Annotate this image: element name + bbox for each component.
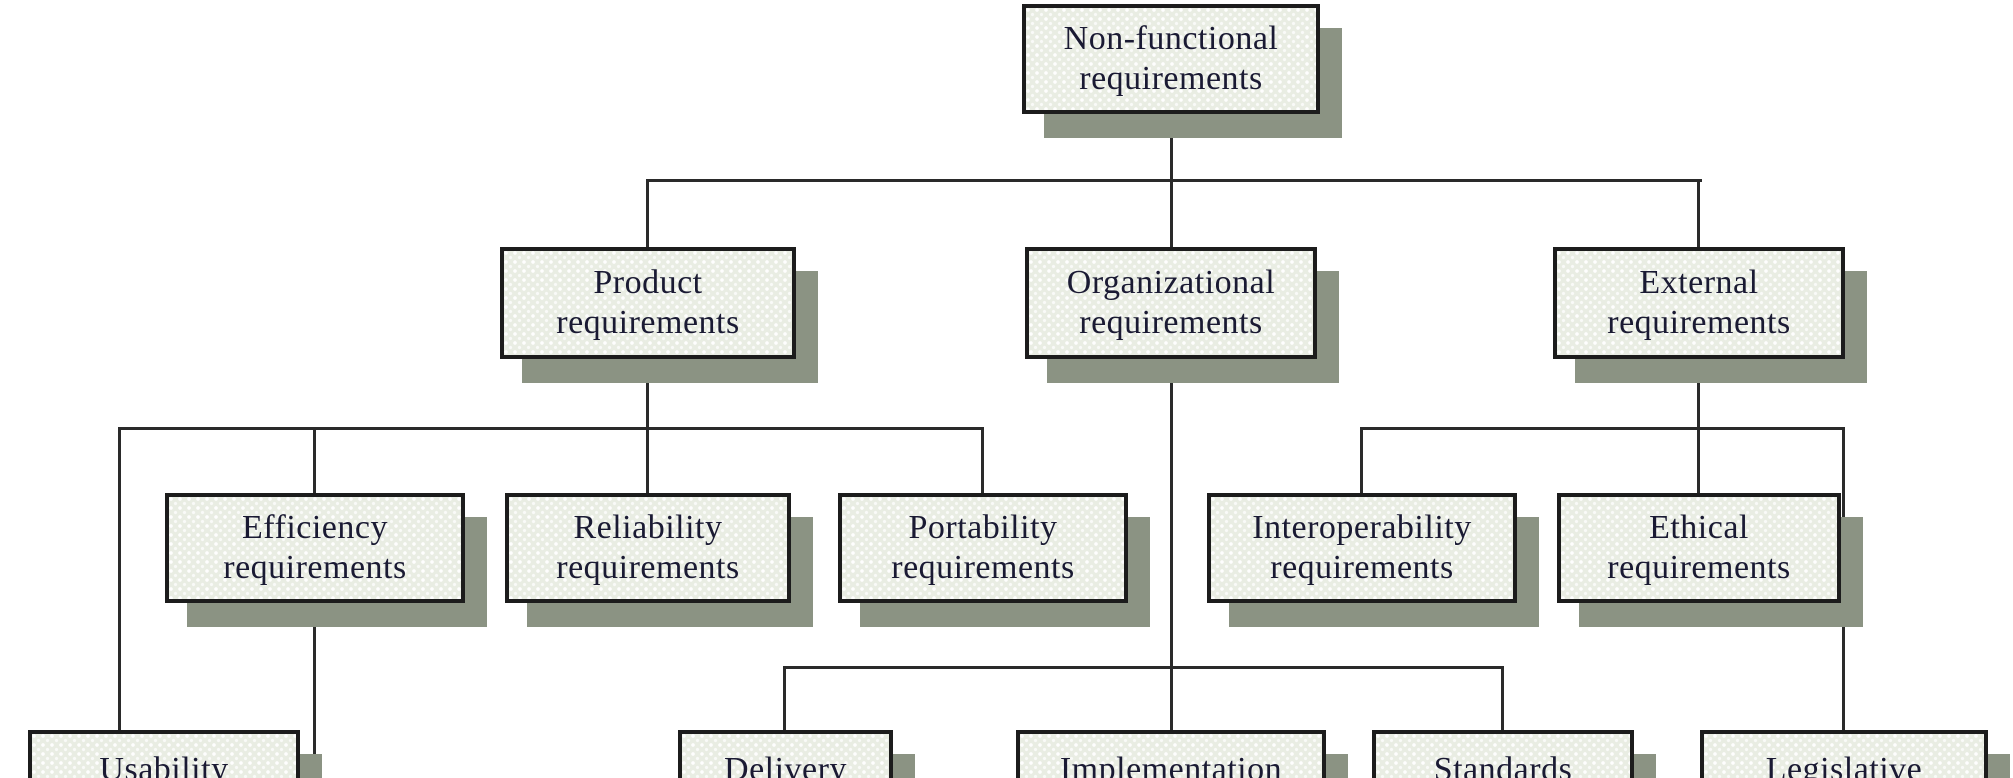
node-label-line: Portability: [908, 509, 1058, 546]
connector-to-interoperability: [1360, 427, 1363, 493]
node-label-line: Organizational: [1066, 264, 1276, 301]
node-label-line: Non-functional: [1063, 20, 1279, 57]
node-delivery-requirements: Delivery: [678, 730, 893, 778]
node-implementation-requirements: Implementation: [1016, 730, 1326, 778]
node-label-line: Legislative: [1765, 751, 1923, 778]
node-label-line: requirements: [1270, 549, 1454, 586]
connector-to-portability: [981, 427, 984, 493]
connector-organizational-drop: [1170, 359, 1173, 668]
node-label-line: requirements: [223, 549, 407, 586]
node-label-line: Usability: [99, 751, 229, 778]
node-ethical-requirements: Ethical requirements: [1557, 493, 1841, 603]
connector-to-standards: [1501, 666, 1504, 730]
connector-organizational-bus: [783, 666, 1504, 669]
node-label-line: requirements: [1079, 60, 1263, 97]
connector-to-usability: [118, 427, 121, 730]
node-non-functional-requirements: Non-functional requirements: [1022, 4, 1320, 114]
node-label-line: requirements: [1079, 304, 1263, 341]
node-label-line: Reliability: [573, 509, 723, 546]
node-external-requirements: External requirements: [1553, 247, 1845, 359]
connector-to-external: [1697, 179, 1700, 247]
node-label-line: External: [1639, 264, 1759, 301]
connector-external-drop: [1697, 359, 1700, 428]
connector-external-bus: [1360, 427, 1845, 430]
node-label-line: Standards: [1433, 751, 1573, 778]
node-label-line: Interoperability: [1252, 509, 1472, 546]
node-interoperability-requirements: Interoperability requirements: [1207, 493, 1517, 603]
node-label-line: Implementation: [1059, 751, 1283, 778]
node-reliability-requirements: Reliability requirements: [505, 493, 791, 603]
connector-root-drop: [1170, 114, 1173, 180]
node-label-line: requirements: [556, 549, 740, 586]
node-portability-requirements: Portability requirements: [838, 493, 1128, 603]
node-label-line: Ethical: [1649, 509, 1749, 546]
connector-product-drop: [646, 359, 649, 428]
connector-product-bus: [118, 427, 984, 430]
node-standards-requirements: Standards: [1372, 730, 1634, 778]
node-label-line: requirements: [891, 549, 1075, 586]
connector-to-legislative: [1842, 427, 1845, 730]
connector-to-implementation: [1170, 666, 1173, 730]
node-label-line: Delivery: [724, 751, 847, 778]
node-label-line: requirements: [556, 304, 740, 341]
node-label-line: requirements: [1607, 304, 1791, 341]
node-legislative-requirements: Legislative: [1700, 730, 1988, 778]
connector-to-efficiency: [313, 427, 316, 493]
node-label-line: Product: [593, 264, 703, 301]
node-organizational-requirements: Organizational requirements: [1025, 247, 1317, 359]
node-efficiency-requirements: Efficiency requirements: [165, 493, 465, 603]
connector-to-delivery: [783, 666, 786, 730]
connector-to-ethical: [1697, 427, 1700, 493]
connector-to-product: [646, 179, 649, 247]
connector-efficiency-children-drop: [313, 603, 316, 778]
node-usability-requirements: Usability: [28, 730, 300, 778]
connector-to-organizational: [1170, 179, 1173, 247]
node-label-line: requirements: [1607, 549, 1791, 586]
connector-to-reliability: [646, 427, 649, 493]
node-product-requirements: Product requirements: [500, 247, 796, 359]
connector-root-bus: [646, 179, 1702, 182]
node-label-line: Efficiency: [242, 509, 388, 546]
